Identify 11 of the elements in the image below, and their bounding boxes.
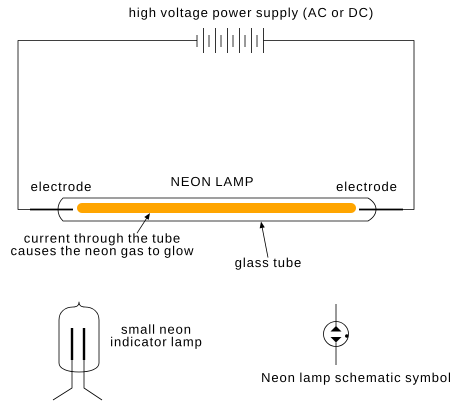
label: high voltage power supply (AC or DC): [130, 8, 372, 20]
part-label: electrode: [336, 182, 396, 192]
callout-text: current through the tube causes the neon gas to glow: [11, 233, 194, 258]
part-label: electrode: [31, 182, 91, 192]
caption: small neon indicator lamp: [111, 324, 202, 349]
wire: [18, 40, 198, 210]
wire: [263, 40, 414, 210]
callout-text: glass tube: [235, 258, 301, 270]
heading: NEON LAMP: [172, 176, 253, 186]
battery-symbol: [196, 28, 264, 54]
caption: Neon lamp schematic symbol: [262, 372, 450, 385]
